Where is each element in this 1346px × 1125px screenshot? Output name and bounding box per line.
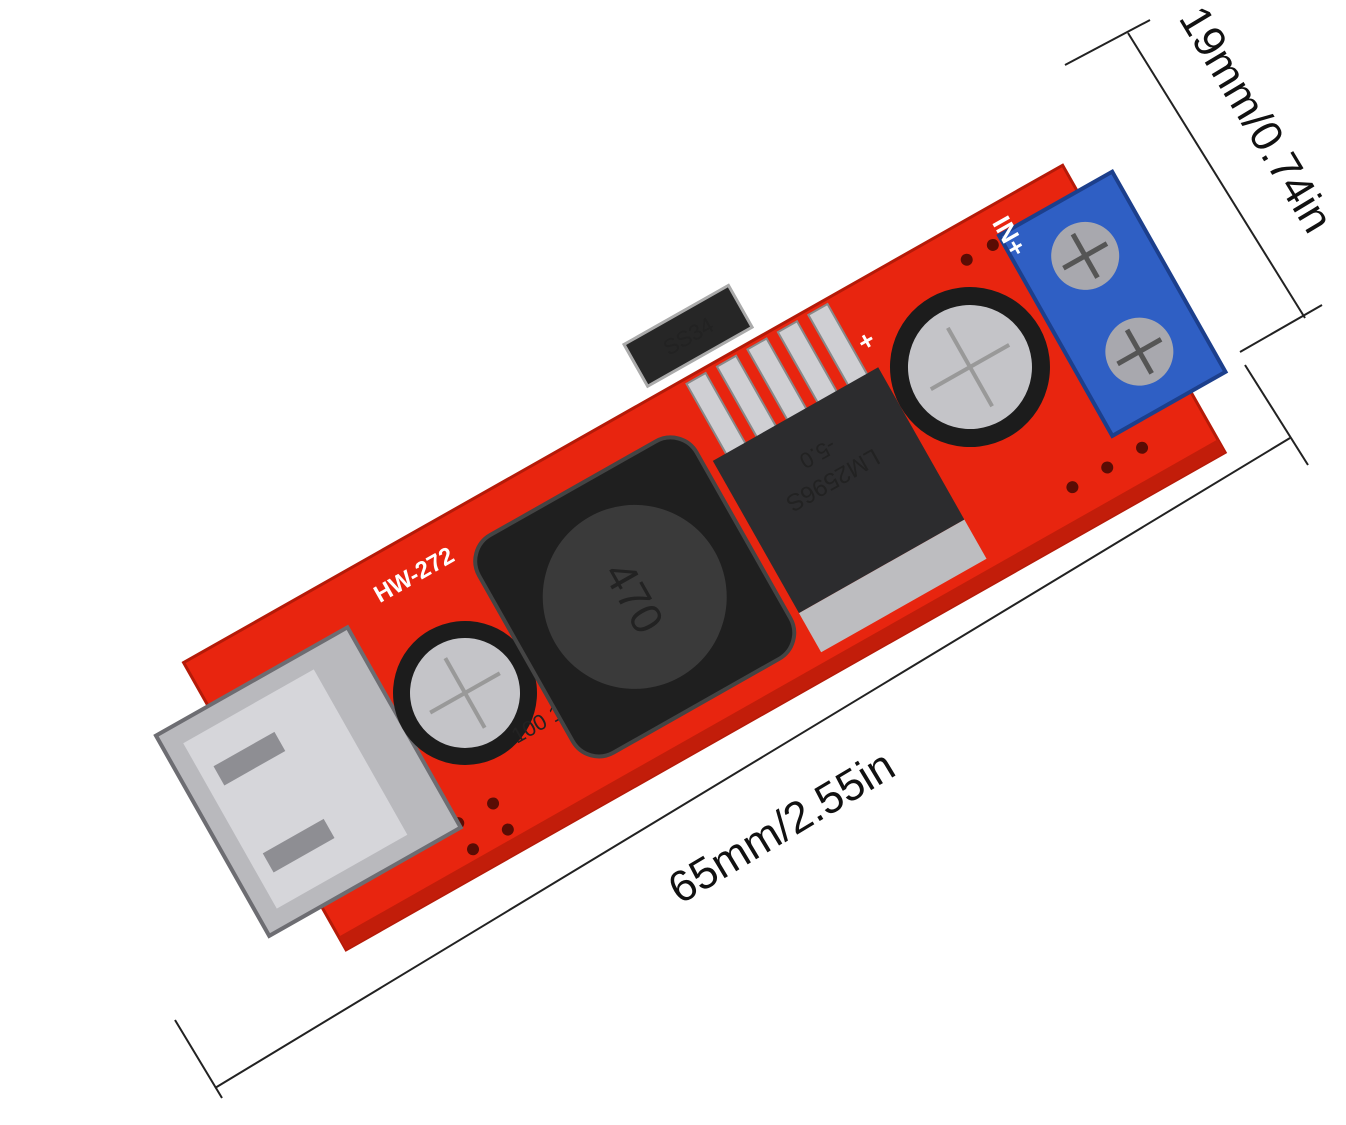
length-tick-right xyxy=(1244,364,1309,466)
schottky-diode: SS34 xyxy=(621,283,755,389)
vias xyxy=(452,238,1149,856)
buck-converter-board: 100 10 HW-272 470 LM2596S -5.0 SS34 xyxy=(153,163,1245,952)
length-label: 65mm/2.55in xyxy=(660,741,903,914)
regulator-ic: LM2596S -5.0 xyxy=(685,302,987,653)
screw-terminal xyxy=(996,168,1229,439)
length-dimension xyxy=(174,364,1309,1099)
width-label: 19mm/0.74in xyxy=(1169,0,1342,241)
pcb-edge xyxy=(338,439,1226,950)
width-line xyxy=(1127,32,1306,319)
length-line xyxy=(214,437,1291,1089)
width-tick-top xyxy=(1064,19,1151,66)
input-capacitor: + xyxy=(852,287,1050,448)
usb-connector xyxy=(153,624,464,939)
width-tick-bottom xyxy=(1239,304,1323,353)
length-tick-left xyxy=(174,1019,223,1099)
width-dimension xyxy=(1064,19,1323,353)
inductor: 470 xyxy=(473,435,797,759)
